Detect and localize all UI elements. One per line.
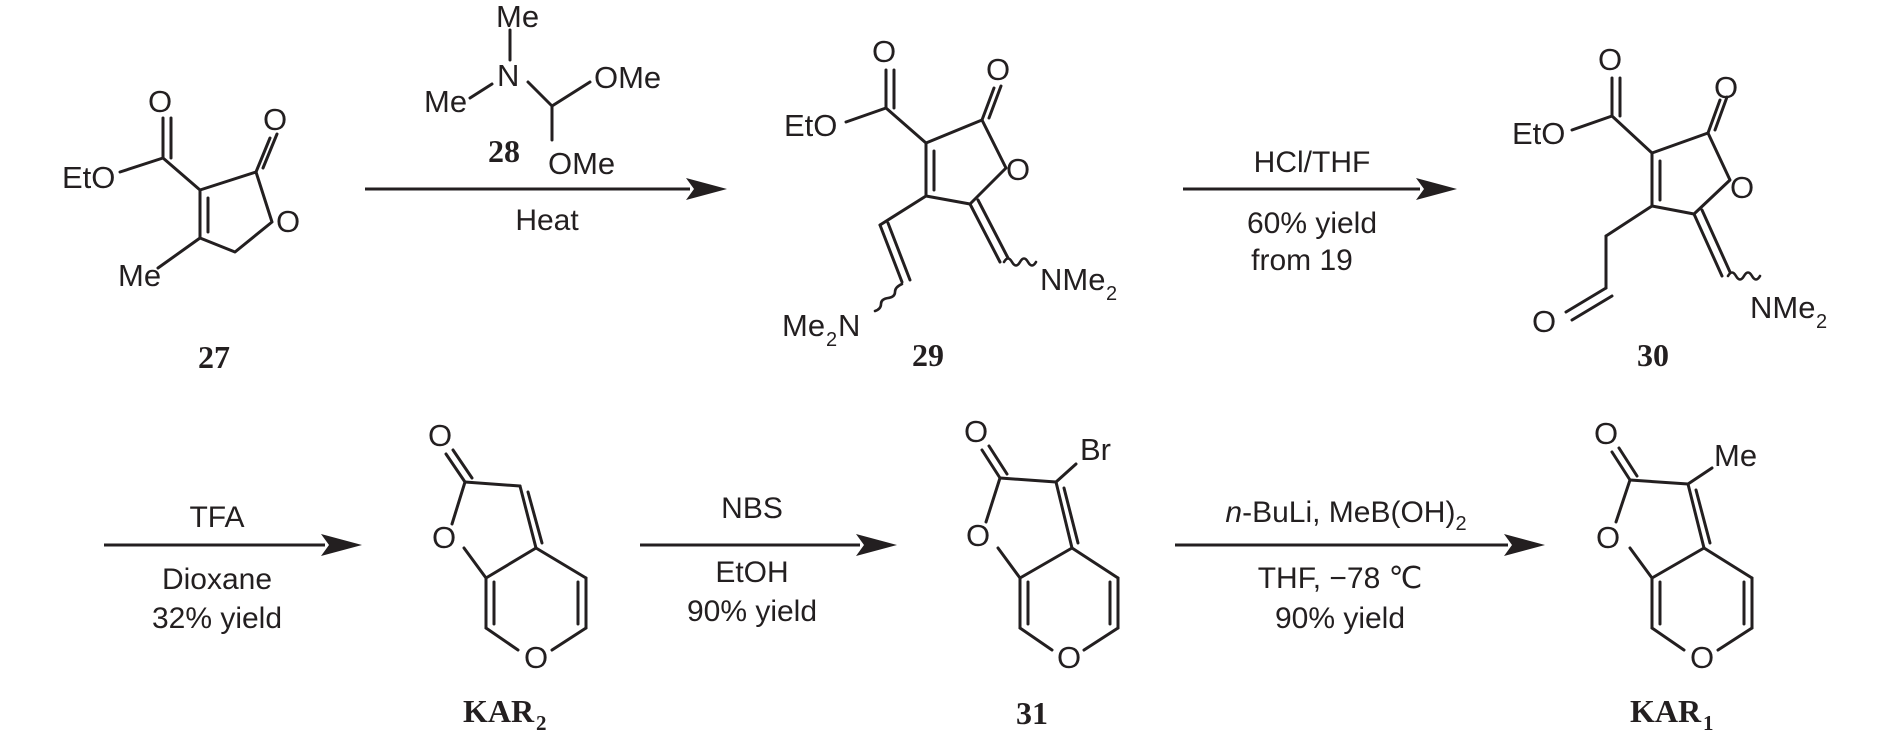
condition-step2-above: HCl/THF bbox=[1254, 146, 1371, 179]
condition-step5-sub: 2 bbox=[1455, 513, 1466, 535]
atom-label: O bbox=[1006, 152, 1030, 187]
atom-subscript: 2 bbox=[1816, 311, 1827, 333]
atom-label: Me bbox=[496, 0, 539, 34]
atom-label: O bbox=[1730, 170, 1754, 205]
compound-30-bonds bbox=[1564, 76, 1732, 322]
atom-label: O bbox=[1714, 70, 1738, 105]
compound-label-kar1-sub: 1 bbox=[1703, 711, 1714, 735]
compound-31-bonds bbox=[980, 444, 1120, 652]
condition-step2-below-2: from 19 bbox=[1251, 244, 1353, 277]
atom-label: O bbox=[524, 640, 548, 675]
compound-label-30: 30 bbox=[1637, 337, 1669, 373]
atom-label: O bbox=[432, 520, 456, 555]
compound-kar1-bonds bbox=[1610, 446, 1754, 652]
condition-step3-below-1: Dioxane bbox=[162, 563, 272, 596]
atom-label: OMe bbox=[594, 60, 661, 95]
condition-step3-above: TFA bbox=[189, 501, 244, 534]
compound-label-31: 31 bbox=[1016, 695, 1048, 731]
compound-30-structure: O O EtO O O NMe 2 30 bbox=[1512, 42, 1827, 373]
compound-29-structure: O O EtO O NMe 2 Me 2 N 29 bbox=[782, 34, 1117, 373]
compound-31-structure: O Br O O 31 bbox=[964, 414, 1120, 731]
atom-label: O bbox=[1598, 42, 1622, 77]
condition-step4-above: NBS bbox=[721, 492, 783, 525]
compound-label-27: 27 bbox=[198, 339, 230, 375]
reaction-arrow-4 bbox=[640, 534, 897, 556]
condition-step4-below-2: 90% yield bbox=[687, 595, 817, 628]
compound-label-kar1: KAR bbox=[1630, 693, 1702, 729]
compound-label-kar2-sub: 2 bbox=[536, 711, 547, 735]
compound-27-structure: O O EtO O Me 27 bbox=[62, 84, 300, 375]
reagent-28-structure: Me N Me OMe 28 OMe bbox=[424, 0, 661, 181]
atom-label: EtO bbox=[62, 160, 115, 195]
atom-label: Me bbox=[782, 308, 825, 343]
atom-label: NMe bbox=[1040, 262, 1105, 297]
compound-29-bonds bbox=[844, 68, 1010, 284]
compound-kar2-structure: O O O KAR 2 bbox=[428, 418, 588, 735]
condition-step2-below-1: 60% yield bbox=[1247, 207, 1377, 240]
atom-label: N bbox=[838, 308, 860, 343]
atom-subscript: 2 bbox=[826, 329, 837, 351]
reaction-arrow-1 bbox=[365, 178, 727, 200]
atom-label: Me bbox=[424, 84, 467, 119]
condition-step1-below: Heat bbox=[515, 204, 579, 237]
reaction-arrow-2 bbox=[1183, 178, 1457, 200]
compound-label-28: 28 bbox=[488, 133, 520, 169]
condition-step3-below-2: 32% yield bbox=[152, 602, 282, 635]
atom-label: O bbox=[276, 204, 300, 239]
wavy-bond bbox=[873, 282, 904, 313]
reagent-28-bonds bbox=[468, 28, 592, 142]
atom-label: Me bbox=[1714, 438, 1757, 473]
atom-label: O bbox=[1596, 520, 1620, 555]
atom-label: O bbox=[1532, 304, 1556, 339]
atom-label: O bbox=[263, 102, 287, 137]
compound-label-29: 29 bbox=[912, 337, 944, 373]
atom-label: O bbox=[1057, 640, 1081, 675]
condition-step4-below-1: EtOH bbox=[715, 556, 788, 589]
atom-label: O bbox=[148, 84, 172, 119]
wavy-bond bbox=[1726, 271, 1762, 281]
atom-label: N bbox=[497, 58, 519, 93]
atom-subscript: 2 bbox=[1106, 283, 1117, 305]
atom-label: EtO bbox=[1512, 116, 1565, 151]
atom-label: OMe bbox=[548, 146, 615, 181]
reaction-arrow-5 bbox=[1175, 534, 1545, 556]
atom-label: NMe bbox=[1750, 290, 1815, 325]
atom-label: O bbox=[966, 518, 990, 553]
atom-label: O bbox=[1690, 640, 1714, 675]
condition-step5-below-2: 90% yield bbox=[1275, 602, 1405, 635]
wavy-bond bbox=[1002, 257, 1038, 267]
reaction-arrow-3 bbox=[104, 534, 362, 556]
atom-label: O bbox=[964, 414, 988, 449]
atom-label: O bbox=[1594, 416, 1618, 451]
atom-label: O bbox=[872, 34, 896, 69]
condition-step5-italic: n bbox=[1225, 496, 1242, 529]
compound-kar2-bonds bbox=[444, 448, 588, 652]
atom-label: O bbox=[428, 418, 452, 453]
atom-label: Br bbox=[1080, 432, 1111, 467]
atom-label: O bbox=[986, 52, 1010, 87]
compound-label-kar2: KAR bbox=[463, 693, 535, 729]
compound-27-bonds bbox=[118, 116, 279, 270]
atom-label: Me bbox=[118, 258, 161, 293]
condition-step5-below-1: THF, −78 ℃ bbox=[1258, 562, 1423, 595]
atom-label: EtO bbox=[784, 108, 837, 143]
compound-kar1-structure: O Me O O KAR 1 bbox=[1594, 416, 1757, 735]
condition-step5-text: -BuLi, MeB(OH) bbox=[1242, 496, 1455, 529]
condition-step5-above: n-BuLi, MeB(OH)2 bbox=[1225, 496, 1466, 535]
